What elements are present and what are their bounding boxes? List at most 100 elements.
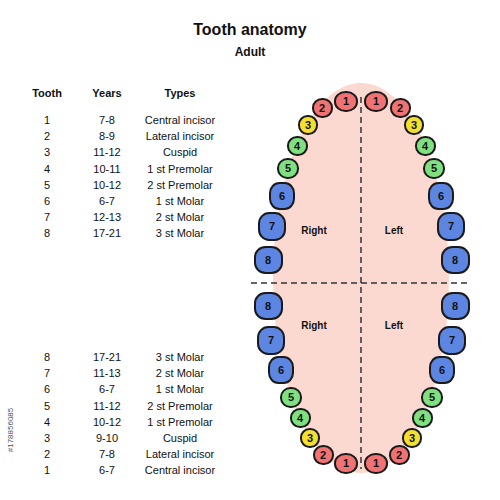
table-cell: 3 [44,146,50,158]
table-cell: 3 st Molar [156,227,204,239]
table-cell: 5 [44,179,50,191]
table-cell: 5 [44,400,50,412]
diagram-title: Tooth anatomy [193,21,306,39]
palate-fill [273,83,449,473]
tooth-shape: 8 [441,292,470,320]
tooth-shape: 3 [298,115,318,135]
table-cell: 10-11 [93,163,120,175]
tooth-shape: 6 [428,182,454,210]
tooth-number: 6 [438,190,444,202]
tooth-number: 3 [411,119,417,131]
tooth-shape: 4 [290,408,311,428]
table-cell: Cuspid [163,432,197,444]
table-cell: 8 [44,227,50,239]
tooth-number: 7 [448,220,454,232]
table-cell: 4 [44,163,50,175]
table-cell: 10-12 [93,416,121,428]
side-label: Left [385,225,403,236]
tooth-shape: 4 [412,408,433,428]
jaw-divider [251,282,471,284]
table-cell: Central incisor [145,114,215,126]
watermark-id: #178856085 [6,408,15,453]
tooth-number: 3 [305,119,311,131]
tooth-number: 8 [265,254,271,266]
tooth-shape: 5 [423,158,445,179]
tooth-number: 2 [319,102,325,114]
tooth-shape: 4 [415,136,436,156]
tooth-shape: 6 [268,356,294,384]
tooth-shape: 2 [312,98,333,118]
column-header: Tooth [32,87,62,99]
side-label: Right [301,320,327,331]
tooth-number: 5 [431,162,437,174]
tooth-shape: 5 [280,387,302,408]
tooth-number: 2 [396,449,402,461]
tooth-shape: 2 [313,445,334,465]
tooth-number: 5 [285,162,291,174]
table-cell: 7-8 [99,114,115,126]
table-cell: 8 [44,351,50,363]
table-cell: 2 st Premolar [147,400,212,412]
tooth-number: 8 [452,300,458,312]
table-cell: 2 [44,448,50,460]
table-cell: 6-7 [99,195,115,207]
tooth-shape: 8 [254,246,283,274]
tooth-shape: 7 [438,326,466,355]
tooth-shape: 2 [389,445,410,465]
mouth-outline: RightLeftRightLeft1122334455667788887766… [273,83,449,473]
table-cell: 17-21 [93,351,121,363]
tooth-number: 1 [343,95,349,107]
tooth-shape: 8 [254,292,283,320]
tooth-shape: 4 [287,136,308,156]
table-cell: Lateral incisor [146,130,214,142]
table-cell: 1 [44,114,50,126]
tooth-number: 7 [268,334,274,346]
tooth-shape: 6 [429,356,455,384]
tooth-shape: 3 [402,428,422,448]
table-cell: 7 [44,211,50,223]
table-cell: 8-9 [99,130,115,142]
table-cell: 1 st Premolar [147,163,212,175]
table-cell: 6-7 [99,383,115,395]
table-cell: 6-7 [99,464,115,476]
tooth-number: 7 [269,220,275,232]
table-cell: 11-12 [93,146,120,158]
table-cell: 12-13 [93,211,121,223]
table-cell: 3 st Molar [156,351,204,363]
tooth-shape: 7 [437,212,465,241]
tooth-number: 3 [307,432,313,444]
table-cell: 6 [44,195,50,207]
table-cell: 7-8 [99,448,115,460]
tooth-shape: 5 [277,158,299,179]
tooth-number: 4 [419,412,425,424]
tooth-shape: 7 [257,326,285,355]
tooth-number: 2 [397,102,403,114]
tooth-shape: 1 [364,453,388,474]
side-label: Left [385,320,403,331]
tooth-shape: 2 [390,98,411,118]
tooth-number: 4 [422,140,428,152]
table-cell: 9-10 [96,432,118,444]
tooth-number: 8 [452,254,458,266]
table-cell: 17-21 [93,227,121,239]
table-cell: Central incisor [145,464,215,476]
tooth-number: 5 [429,391,435,403]
table-cell: 11-13 [93,367,120,379]
tooth-shape: 6 [269,182,295,210]
tooth-shape: 3 [404,115,424,135]
table-cell: 11-12 [93,400,120,412]
side-label: Right [301,225,327,236]
table-cell: 2 st Molar [156,211,204,223]
tooth-number: 6 [439,364,445,376]
tooth-number: 2 [320,449,326,461]
table-cell: 1 [44,464,50,476]
table-cell: 2 st Molar [156,367,204,379]
tooth-number: 6 [279,190,285,202]
tooth-shape: 3 [300,428,320,448]
table-cell: 1 st Molar [156,195,204,207]
table-cell: 2 st Premolar [147,179,212,191]
table-cell: Cuspid [163,146,197,158]
tooth-shape: 1 [334,453,358,474]
tooth-number: 1 [373,95,379,107]
table-cell: 7 [44,367,50,379]
